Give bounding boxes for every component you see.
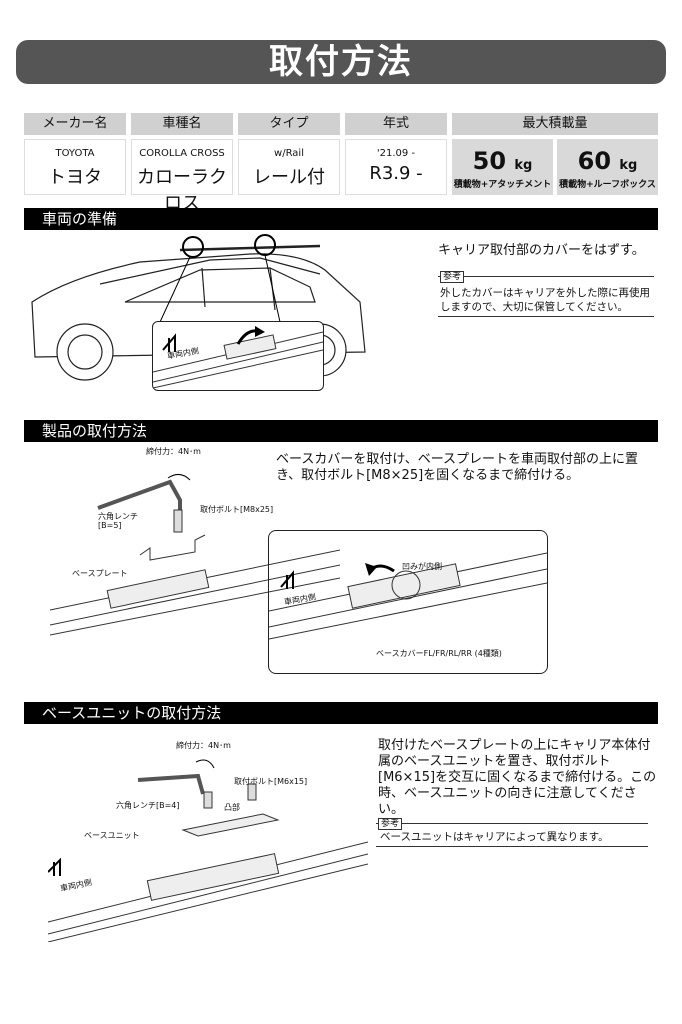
product-diagram bbox=[50, 474, 340, 636]
model-en: COROLLA CROSS bbox=[139, 148, 225, 159]
section-title-prep: 車両の準備 bbox=[24, 208, 658, 230]
load-value: 60 bbox=[577, 147, 612, 175]
cell-model: COROLLA CROSS カローラクロス bbox=[131, 139, 233, 214]
label-wrench: 六角レンチ bbox=[98, 512, 138, 521]
prep-note: 外したカバーはキャリアを外した際に再使用しますので、大切に保管してください。 bbox=[440, 287, 650, 313]
note-label: 参考 bbox=[440, 271, 465, 283]
base-cover-detail bbox=[268, 552, 548, 640]
load-note: 積載物+ルーフボックス bbox=[559, 180, 656, 190]
label-base-plate: ベースプレート bbox=[72, 569, 128, 578]
label-base-cover: ベースカバーFL/FR/RL/RR (4種類) bbox=[376, 649, 502, 658]
zoom-inset-product bbox=[268, 530, 548, 674]
prep-instruction: キャリア取付部のカバーをはずす。 bbox=[438, 243, 645, 258]
header-year: 年式 bbox=[345, 113, 447, 135]
cell-year: '21.09 - R3.9 - bbox=[345, 139, 447, 195]
unit-diagram bbox=[48, 759, 368, 942]
label-base-unit: ベースユニット bbox=[84, 831, 140, 840]
zoom-inset-prep: 車両内側 bbox=[152, 321, 324, 391]
unit-instruction: 取付けたベースプレートの上にキャリア本体付属のベースユニットを置き、取付ボルト[… bbox=[378, 738, 657, 817]
unit-note: ベースユニットはキャリアによって異なります。 bbox=[380, 831, 609, 843]
section-title-unit: ベースユニットの取付方法 bbox=[24, 702, 658, 724]
label-convex: 凸部 bbox=[224, 803, 240, 812]
cell-maker: TOYOTA トヨタ bbox=[24, 139, 126, 195]
note-rule-bottom bbox=[438, 316, 654, 317]
label-bolt-m6: 取付ボルト[M6x15] bbox=[234, 777, 308, 786]
note-rule-top bbox=[376, 823, 648, 824]
header-model: 車種名 bbox=[131, 113, 233, 135]
type-jp: レール付 bbox=[253, 167, 325, 188]
label-torque-product: 締付力：4N･m bbox=[146, 447, 201, 456]
label-torque-unit: 締付力：4N･m bbox=[176, 741, 231, 750]
note-label: 参考 bbox=[378, 818, 403, 830]
load-unit: kg bbox=[514, 158, 533, 173]
header-max-load: 最大積載量 bbox=[452, 113, 658, 135]
label-concave-inside: 凹みが内側 bbox=[402, 562, 442, 571]
product-instruction: ベースカバーを取付け、ベースプレートを車両取付部の上に置き、取付ボルト[M8×2… bbox=[276, 452, 639, 483]
load-unit: kg bbox=[619, 158, 638, 173]
maker-en: TOYOTA bbox=[55, 148, 95, 159]
type-en: w/Rail bbox=[274, 148, 304, 159]
label-wrench-b4: 六角レンチ[B=4] bbox=[116, 801, 180, 810]
year-jp: R3.9 - bbox=[369, 163, 423, 184]
rail-detail bbox=[153, 326, 323, 389]
note-rule-bottom bbox=[376, 846, 648, 847]
load-note: 積載物+アタッチメント bbox=[453, 180, 552, 190]
header-maker: メーカー名 bbox=[24, 113, 126, 135]
note-rule-top bbox=[438, 276, 654, 277]
maker-jp: トヨタ bbox=[48, 167, 102, 188]
header-type: タイプ bbox=[238, 113, 340, 135]
label-bolt-m8: 取付ボルト[M8x25] bbox=[200, 505, 274, 514]
page-title: 取付方法 bbox=[16, 40, 666, 84]
section-title-product: 製品の取付方法 bbox=[24, 420, 658, 442]
cell-load-attachment: 50 kg 積載物+アタッチメント bbox=[452, 139, 553, 195]
load-value: 50 bbox=[472, 147, 507, 175]
cell-load-roofbox: 60 kg 積載物+ルーフボックス bbox=[557, 139, 658, 195]
cell-type: w/Rail レール付 bbox=[238, 139, 340, 195]
label-wrench-size: [B=5] bbox=[98, 521, 122, 530]
year-en: '21.09 - bbox=[376, 148, 416, 159]
